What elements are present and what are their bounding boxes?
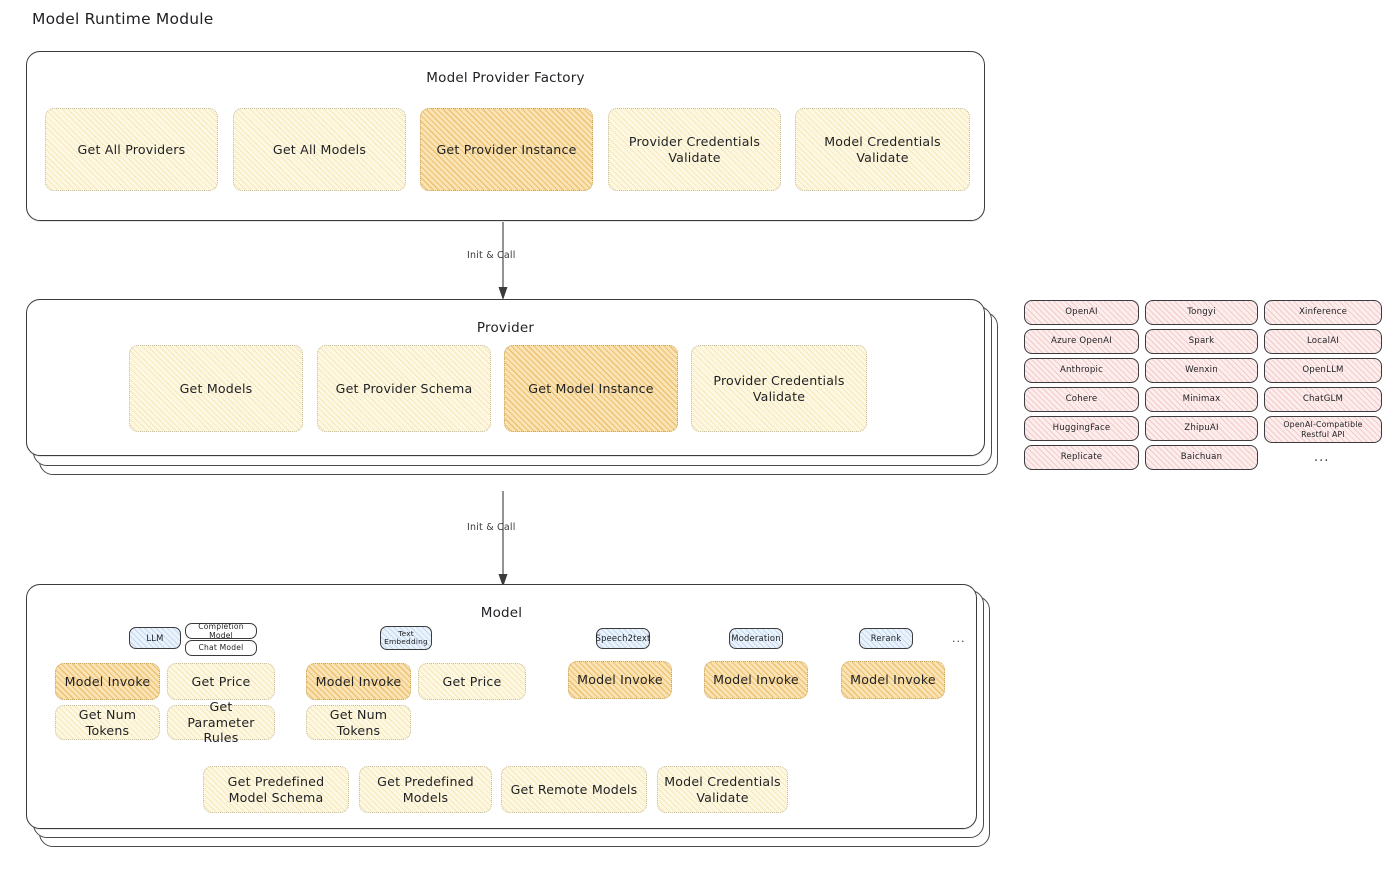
model-type-badge-speech2text[interactable]: Speech2text — [596, 628, 650, 649]
provider-node-provider-credentials-validate[interactable]: Provider Credentials Validate — [691, 345, 867, 432]
arrow-label-init-call-1: Init & Call — [467, 250, 516, 261]
llm-method-get-price[interactable]: Get Price — [167, 663, 275, 700]
provider-chip-openai[interactable]: OpenAI — [1024, 300, 1139, 325]
provider-chip-baichuan[interactable]: Baichuan — [1145, 445, 1258, 470]
moderation-method-model-invoke[interactable]: Model Invoke — [704, 661, 808, 699]
text-embedding-method-get-price[interactable]: Get Price — [418, 663, 526, 700]
provider-chip-wenxin[interactable]: Wenxin — [1145, 358, 1258, 383]
provider-chip-anthropic[interactable]: Anthropic — [1024, 358, 1139, 383]
arrow-provider-to-model: Init & Call — [467, 491, 540, 587]
model-types-ellipsis: ... — [952, 632, 966, 645]
model-type-badge-text-embedding[interactable]: Text Embedding — [380, 626, 432, 650]
factory-node-get-all-providers[interactable]: Get All Providers — [45, 108, 218, 191]
provider-chip-spark[interactable]: Spark — [1145, 329, 1258, 354]
provider-title: Provider — [476, 320, 535, 336]
provider-chip-cohere[interactable]: Cohere — [1024, 387, 1139, 412]
model-common-get-predefined-model-schema[interactable]: Get Predefined Model Schema — [203, 766, 349, 813]
provider-chip-list-ellipsis: ... — [1314, 450, 1330, 465]
model-common-get-predefined-models[interactable]: Get Predefined Models — [359, 766, 492, 813]
model-type-badge-llm[interactable]: LLM — [129, 627, 181, 649]
arrow-label-init-call-2: Init & Call — [467, 522, 516, 533]
llm-method-get-num-tokens[interactable]: Get Num Tokens — [55, 705, 160, 740]
provider-chip-openai-compatible-restful-api[interactable]: OpenAI-Compatible Restful API — [1264, 416, 1382, 443]
provider-chip-localai[interactable]: LocalAI — [1264, 329, 1382, 354]
rerank-method-model-invoke[interactable]: Model Invoke — [841, 661, 945, 699]
provider-chip-zhipuai[interactable]: ZhipuAI — [1145, 416, 1258, 441]
provider-chip-minimax[interactable]: Minimax — [1145, 387, 1258, 412]
model-common-get-remote-models[interactable]: Get Remote Models — [501, 766, 647, 813]
model-common-model-credentials-validate[interactable]: Model Credentials Validate — [657, 766, 788, 813]
llm-method-get-parameter-rules[interactable]: Get Parameter Rules — [167, 699, 275, 745]
model-title: Model — [480, 605, 523, 621]
provider-chip-xinference[interactable]: Xinference — [1264, 300, 1382, 325]
factory-node-provider-credentials-validate[interactable]: Provider Credentials Validate — [608, 108, 781, 191]
factory-node-get-all-models[interactable]: Get All Models — [233, 108, 406, 191]
provider-node-get-provider-schema[interactable]: Get Provider Schema — [317, 345, 491, 432]
provider-chip-tongyi[interactable]: Tongyi — [1145, 300, 1258, 325]
factory-node-model-credentials-validate[interactable]: Model Credentials Validate — [795, 108, 970, 191]
provider-chip-azure-openai[interactable]: Azure OpenAI — [1024, 329, 1139, 354]
model-sub-badge-completion-model[interactable]: Completion Model — [185, 622, 257, 640]
model-type-badge-rerank[interactable]: Rerank — [859, 628, 913, 649]
llm-method-model-invoke[interactable]: Model Invoke — [55, 663, 160, 700]
page-title: Model Runtime Module — [32, 10, 214, 28]
speech2text-method-model-invoke[interactable]: Model Invoke — [568, 661, 672, 699]
model-type-badge-moderation[interactable]: Moderation — [729, 628, 783, 649]
provider-node-get-models[interactable]: Get Models — [129, 345, 303, 432]
provider-chip-replicate[interactable]: Replicate — [1024, 445, 1139, 470]
provider-chip-list: OpenAI Azure OpenAI Anthropic Cohere Hug… — [1024, 300, 1382, 480]
text-embedding-method-model-invoke[interactable]: Model Invoke — [306, 663, 411, 700]
model-sub-badge-chat-model[interactable]: Chat Model — [185, 640, 257, 656]
provider-chip-huggingface[interactable]: HuggingFace — [1024, 416, 1139, 441]
model-provider-factory-title: Model Provider Factory — [426, 70, 585, 86]
arrow-factory-to-provider: Init & Call — [467, 222, 540, 300]
factory-node-get-provider-instance[interactable]: Get Provider Instance — [420, 108, 593, 191]
text-embedding-method-get-num-tokens[interactable]: Get Num Tokens — [306, 705, 411, 740]
provider-chip-chatglm[interactable]: ChatGLM — [1264, 387, 1382, 412]
provider-node-get-model-instance[interactable]: Get Model Instance — [504, 345, 678, 432]
provider-chip-openllm[interactable]: OpenLLM — [1264, 358, 1382, 383]
